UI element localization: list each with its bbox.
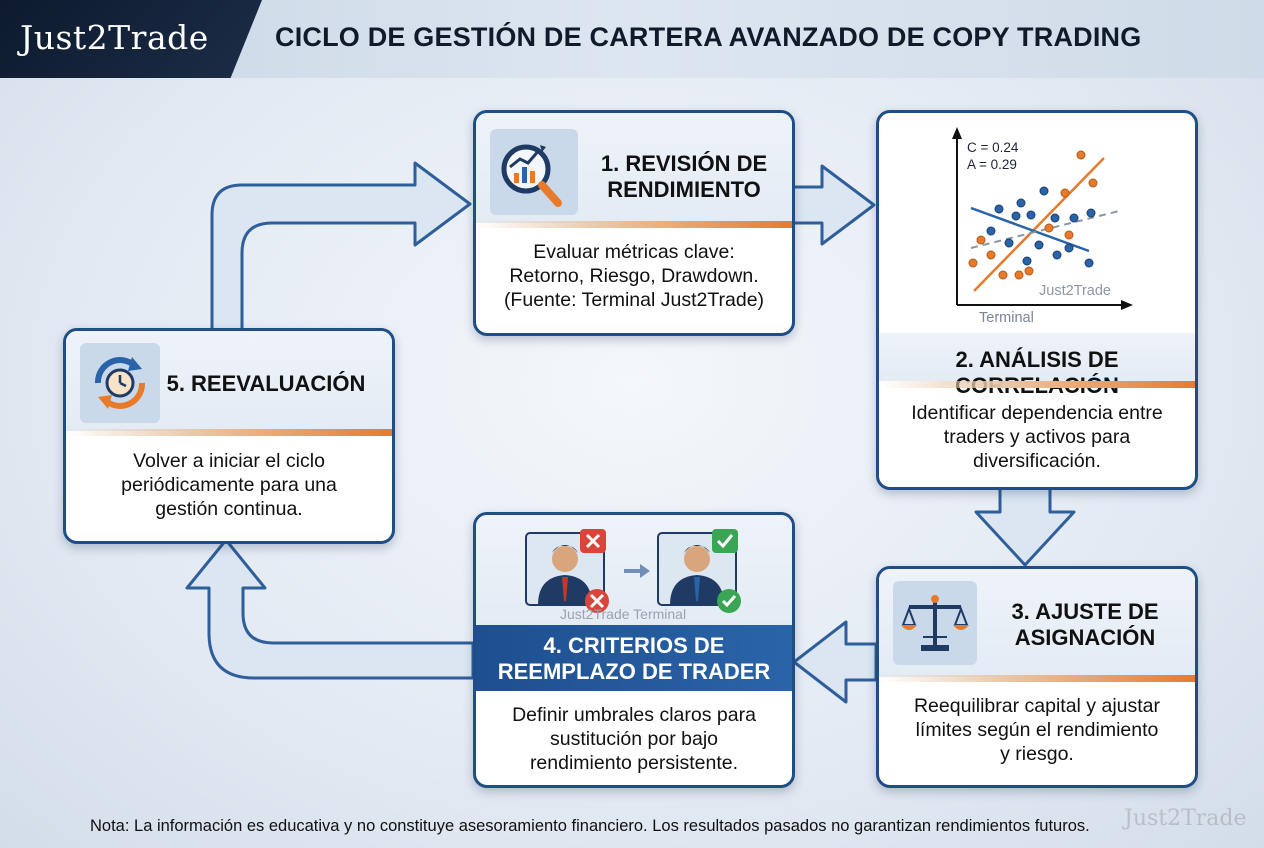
step-4-desc-line3: rendimiento persistente. [529,752,739,774]
step-1-card: 1. REVISIÓN DE RENDIMIENTO Evaluar métri… [473,110,795,336]
step-5-desc-line1: Volver a iniciar el ciclo [133,450,325,472]
step-2-desc-line2: traders y activos para [943,426,1131,448]
footer-watermark: Just2Trade [1124,806,1247,831]
step-3-desc-line3: y riesgo. [1000,743,1074,765]
arrow-3-to-4 [792,620,878,704]
step-1-desc-line3: (Fuente: Terminal Just2Trade) [503,289,765,311]
step-2-title: 2. ANÁLISIS DE CORRELACIÓN [955,347,1119,398]
step-4-card: Just2Trade Terminal 4. CRITERIOS DE REEM… [473,512,795,788]
step-5-desc-line3: gestión continua. [155,498,303,520]
step-5-title: 5. REEVALUACIÓN [166,371,366,396]
trader-swap-icon [525,529,741,613]
clock-cycle-icon [80,343,160,423]
chart-watermark: Just2Trade [1039,283,1111,299]
chart-caption: Terminal [979,310,1034,326]
magnifier-chart-icon [490,129,578,215]
step-5-desc-line2: periódicamente para una [121,474,337,496]
step-4-desc-line2: sustitución por bajo [549,728,719,750]
arrow-5-to-1 [210,161,472,332]
step-3-title-line2: ASIGNACIÓN [1014,625,1156,650]
step-2-desc-line3: diversificación. [973,450,1101,472]
step-4-desc-line1: Definir umbrales claros para [512,704,756,726]
step-4-title-line2: REEMPLAZO DE TRADER [497,659,771,684]
step-2-desc-line1: Identificar dependencia entre [911,402,1163,424]
step-3-desc-line2: límites según el rendimiento [915,719,1159,741]
trader-image-caption: Just2Trade Terminal [560,606,687,622]
step-1-desc-line1: Evaluar métricas clave: [533,241,735,263]
arrow-4-to-5 [185,538,475,680]
step-5-card: 5. REEVALUACIÓN Volver a iniciar el cicl… [63,328,395,544]
step-2-card: C = 0.24 A = 0.29 Just2Trade Terminal 2.… [876,110,1198,490]
step-1-title-line2: RENDIMIENTO [607,177,761,202]
step-3-card: 3. AJUSTE DE ASIGNACIÓN Reequilibrar cap… [876,566,1198,788]
step-1-desc-line2: Retorno, Riesgo, Drawdown. [509,265,759,287]
disclaimer-note: Nota: La información es educativa y no c… [90,817,1090,835]
step-4-title-line1: 4. CRITERIOS DE [543,633,725,658]
header-bar: Just2Trade CICLO DE GESTIÓN DE CARTERA A… [0,0,1264,78]
page-title: CICLO DE GESTIÓN DE CARTERA AVANZADO DE … [275,22,1142,52]
balance-scale-icon [893,581,977,665]
arrow-1-to-2 [790,164,876,246]
chart-label-a: A = 0.29 [967,157,1017,172]
scatter-correlation-icon [952,127,1133,310]
brand-logo: Just2Trade [20,18,209,57]
arrow-2-to-3 [974,484,1076,567]
step-1-title-line1: 1. REVISIÓN DE [600,151,768,176]
step-3-title-line1: 3. AJUSTE DE [1011,599,1159,624]
logo-box: Just2Trade [0,0,262,78]
step-3-desc-line1: Reequilibrar capital y ajustar [913,695,1161,717]
chart-label-c: C = 0.24 [967,140,1019,155]
